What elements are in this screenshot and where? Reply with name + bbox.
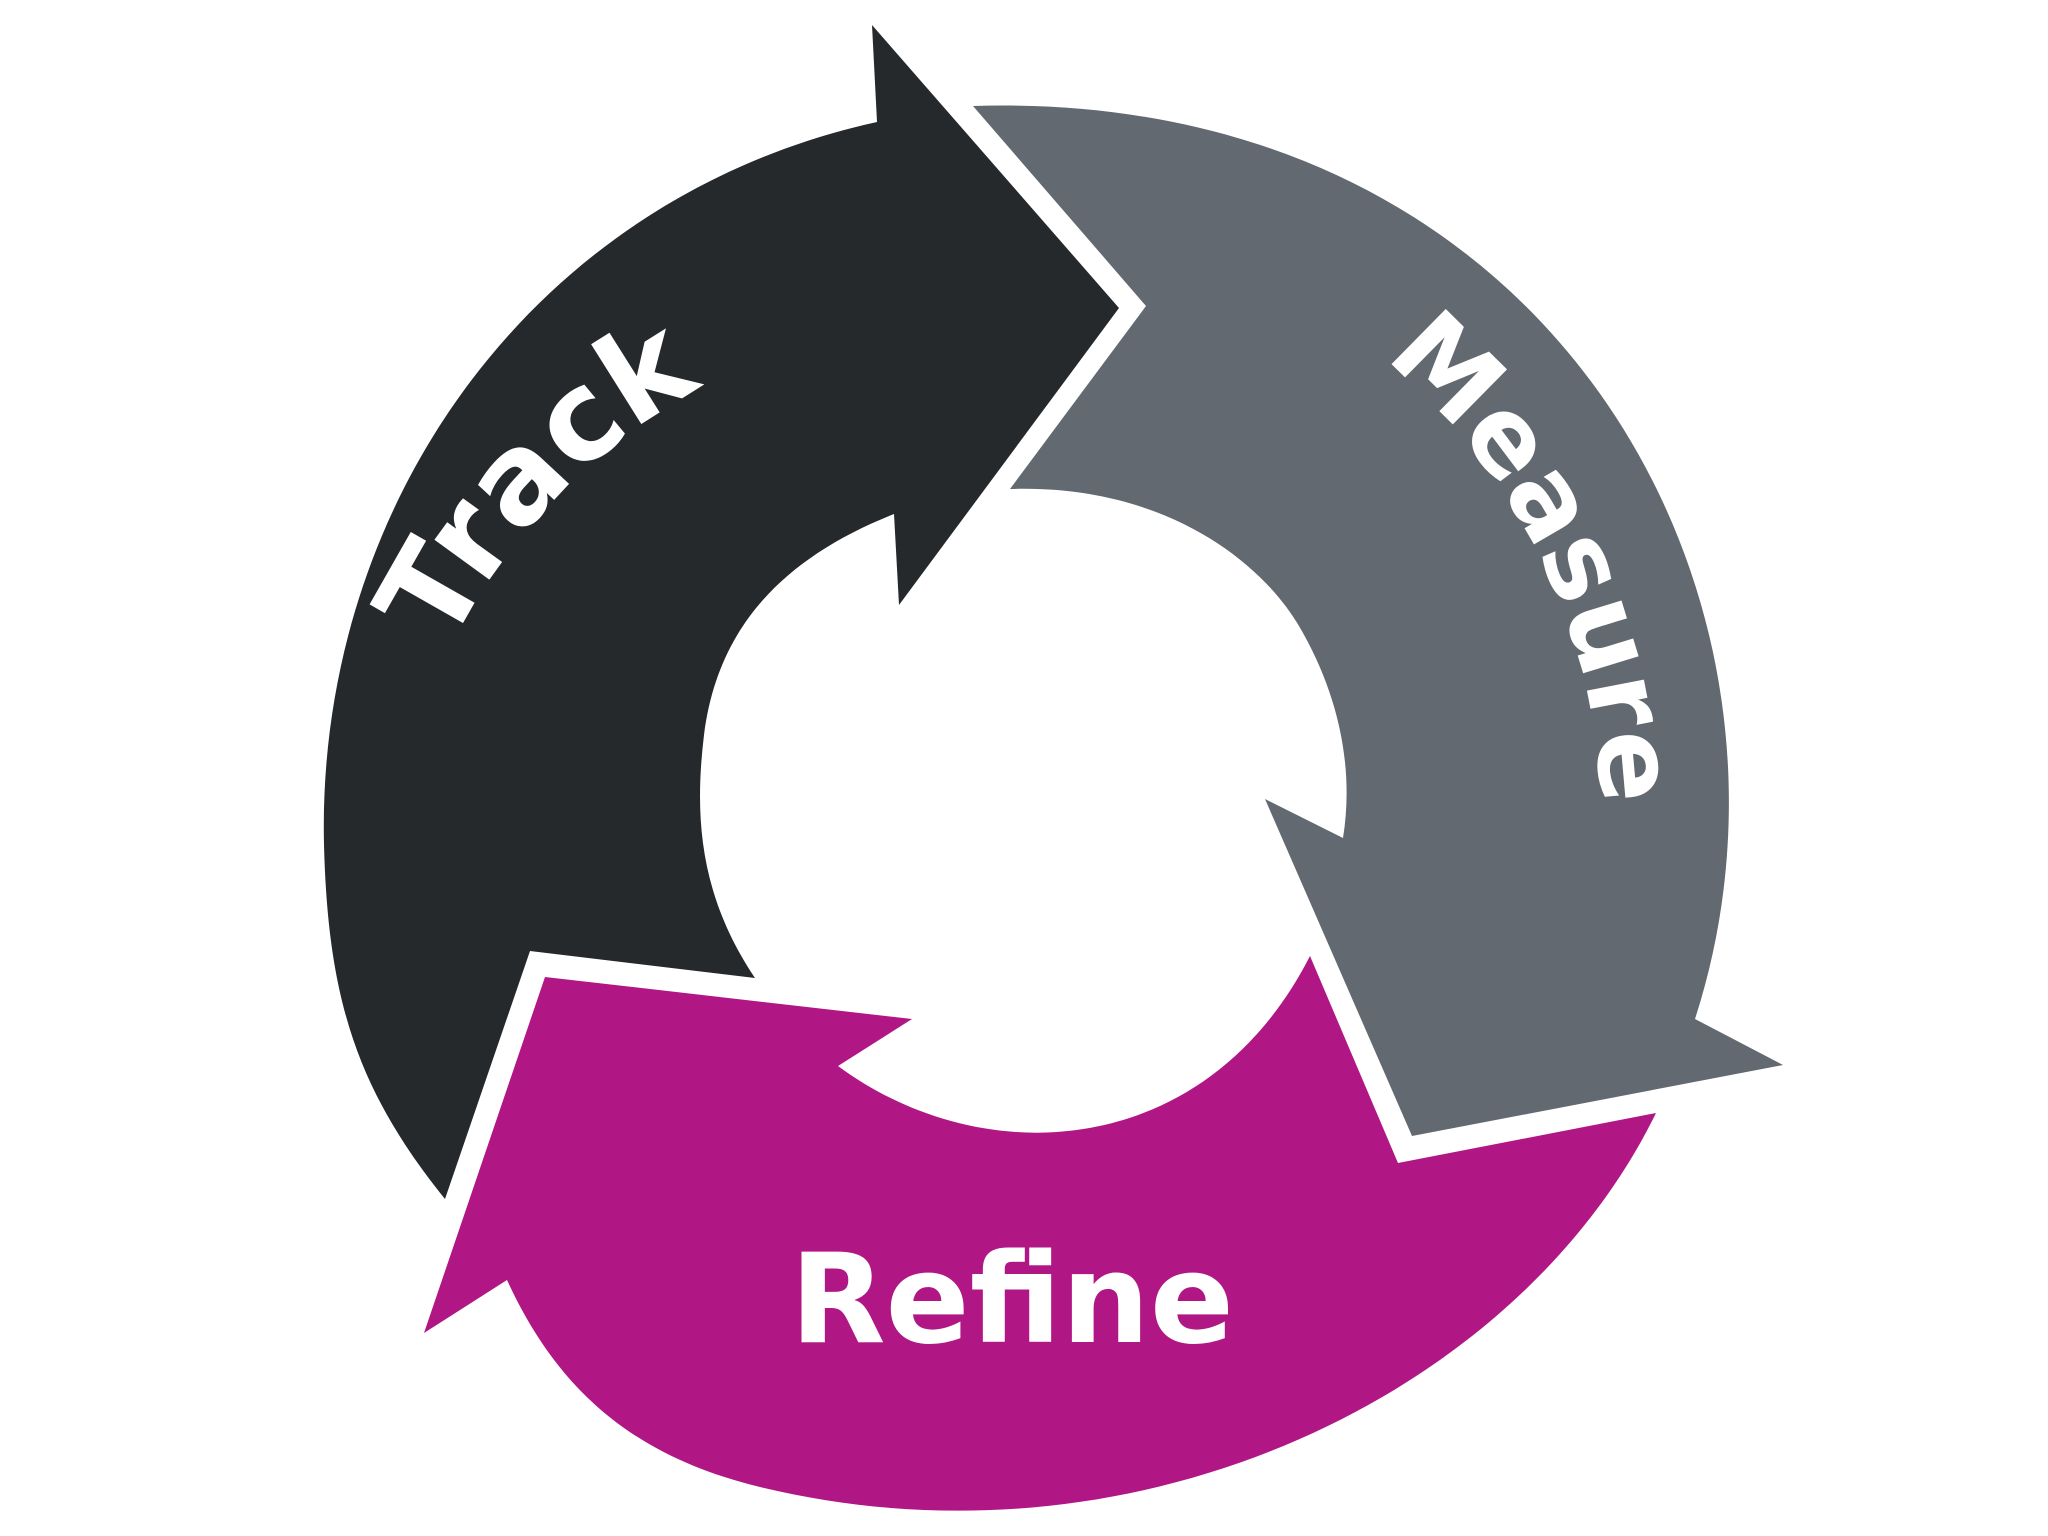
refine-arrow [424,956,1656,1511]
measure-arrow [973,105,1783,1136]
track-arrow [323,25,1119,1199]
refine-label: Refine [790,1228,1234,1372]
